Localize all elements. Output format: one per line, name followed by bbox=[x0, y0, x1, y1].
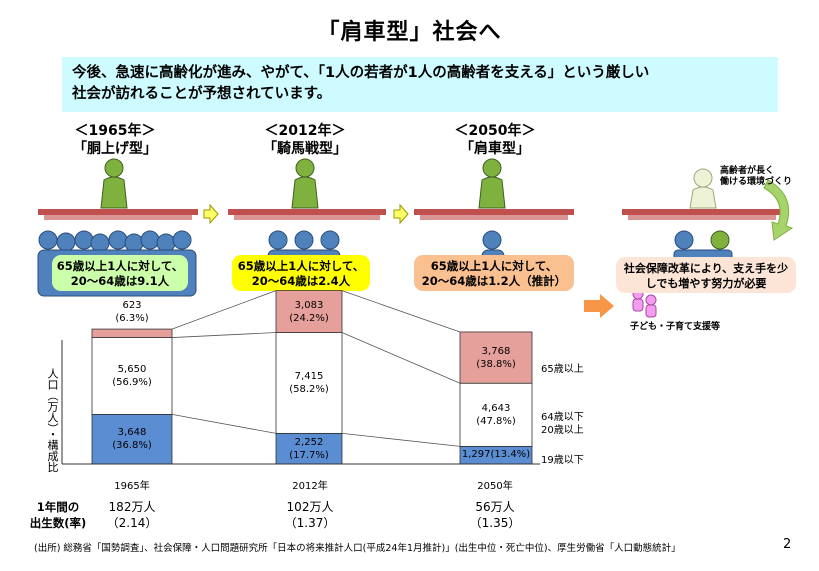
data-label: 3,083(24.2%) bbox=[289, 299, 329, 324]
source-note: (出所) 総務省「国勢調査」、社会保障・人口問題研究所「日本の将来推計人口(平成… bbox=[34, 543, 681, 554]
caption-1965: 65歳以上1人に対して、 20～64歳は9.1人 bbox=[52, 255, 188, 291]
era-type: 「胴上げ型」 bbox=[73, 141, 157, 157]
connector-line bbox=[171, 290, 277, 330]
note-line: 働ける環境づくり bbox=[720, 177, 793, 187]
births-rate: （2.14） bbox=[106, 516, 158, 530]
elder-figure-2012 bbox=[291, 158, 319, 209]
category-label: 2050年 bbox=[477, 481, 513, 492]
births-rate: （1.35） bbox=[469, 516, 521, 530]
era-2012-heading: ＜2012年＞ 「騎馬戦型」 bbox=[250, 122, 360, 158]
platform-2012 bbox=[228, 209, 386, 220]
births-label: 1年間の 出生数(率) bbox=[28, 499, 88, 531]
intro-line-2: 社会が訪れることが予想されています。 bbox=[72, 86, 332, 102]
data-label: 5,650(56.9%) bbox=[112, 363, 152, 388]
caption-line: 20～64歳は1.2人（推計） bbox=[421, 274, 567, 288]
intro-box: 今後、急速に高齢化が進み、やがて、「1人の若者が1人の高齢者を支える」という厳し… bbox=[62, 57, 778, 112]
page-number: 2 bbox=[783, 537, 792, 552]
births-value: 102万人 bbox=[286, 500, 334, 514]
bar-segment bbox=[275, 290, 343, 333]
elder-figure-2050 bbox=[478, 158, 506, 209]
bar-segment bbox=[91, 328, 173, 338]
legend-elder: 65歳以上 bbox=[541, 364, 584, 375]
legend-young: 19歳以下 bbox=[541, 455, 584, 466]
connector-line bbox=[341, 290, 461, 333]
births-1965: 182万人 （2.14） bbox=[92, 499, 172, 531]
platform-1965 bbox=[38, 209, 198, 220]
orange-arrow-icon bbox=[584, 294, 614, 318]
connector-line bbox=[171, 332, 277, 338]
births-label-line: 出生数(率) bbox=[29, 516, 87, 530]
elder-worker-figure bbox=[689, 168, 717, 209]
caption-line: 65歳以上1人に対して、 bbox=[237, 259, 365, 273]
y-axis-label: 人口（万人）・構成比 bbox=[46, 368, 59, 473]
data-label: 4,643(47.8%) bbox=[476, 402, 516, 427]
connector-line bbox=[171, 413, 277, 434]
bar-segment bbox=[91, 337, 173, 415]
curved-arrow-icon bbox=[763, 179, 794, 241]
caption-2050: 65歳以上1人に対して、 20～64歳は1.2人（推計） bbox=[414, 255, 574, 291]
era-1965-heading: ＜1965年＞ 「胴上げ型」 bbox=[60, 122, 170, 158]
births-rate: （1.37） bbox=[284, 516, 336, 530]
data-label: 1,297(13.4%) bbox=[461, 449, 531, 461]
era-year: ＜2012年＞ bbox=[264, 123, 346, 139]
data-label: 3,768(38.8%) bbox=[476, 345, 516, 370]
era-year: ＜1965年＞ bbox=[74, 123, 156, 139]
bar-segment bbox=[459, 331, 533, 384]
era-2050-heading: ＜2050年＞ 「肩車型」 bbox=[440, 122, 550, 158]
note-line: 高齢者が長く bbox=[720, 166, 775, 176]
births-value: 182万人 bbox=[108, 500, 156, 514]
elder-figure-1965 bbox=[100, 158, 128, 209]
category-label: 1965年 bbox=[114, 481, 150, 492]
births-2012: 102万人 （1.37） bbox=[270, 499, 350, 531]
category-label: 2012年 bbox=[292, 481, 328, 492]
data-label: 2,252(17.7%) bbox=[289, 436, 329, 461]
births-label-line: 1年間の bbox=[36, 500, 80, 514]
data-label: 3,648(36.8%) bbox=[112, 427, 152, 452]
elder-note: 高齢者が長く 働ける環境づくり bbox=[720, 166, 792, 188]
page-title: 「肩車型」社会へ bbox=[317, 20, 502, 45]
caption-line: 20～64歳は2.4人 bbox=[251, 274, 351, 288]
arrow-icon bbox=[203, 203, 219, 225]
births-value: 56万人 bbox=[475, 500, 515, 514]
platform-2050 bbox=[414, 209, 574, 220]
legend-working-a: 64歳以下 bbox=[541, 412, 584, 423]
caption-line: 20～64歳は9.1人 bbox=[70, 274, 170, 288]
caption-line: 社会保障改革により、支え手を少 bbox=[623, 262, 789, 275]
legend-working-b: 20歳以上 bbox=[541, 425, 584, 436]
arrow-icon bbox=[393, 203, 409, 225]
connector-line bbox=[341, 332, 461, 384]
intro-line-1: 今後、急速に高齢化が進み、やがて、「1人の若者が1人の高齢者を支える」という厳し… bbox=[72, 65, 650, 81]
era-year: ＜2050年＞ bbox=[454, 123, 536, 139]
bar-segment bbox=[275, 332, 343, 434]
era-type: 「肩車型」 bbox=[460, 141, 530, 157]
era-type: 「騎馬戦型」 bbox=[263, 141, 347, 157]
caption-line: 65歳以上1人に対して、 bbox=[56, 259, 184, 273]
births-2050: 56万人 （1.35） bbox=[455, 499, 535, 531]
caption-reform: 社会保障改革により、支え手を少 しでも増やす努力が必要 bbox=[616, 257, 796, 293]
caption-2012: 65歳以上1人に対して、 20～64歳は2.4人 bbox=[232, 255, 370, 291]
platform-reform bbox=[622, 209, 782, 220]
connector-line bbox=[341, 432, 461, 447]
child-note: 子ども・子育て支援等 bbox=[630, 322, 721, 332]
bar-segment bbox=[459, 382, 533, 447]
caption-line: しでも増やす努力が必要 bbox=[645, 277, 767, 290]
data-label: 623(6.3%) bbox=[115, 300, 149, 325]
caption-line: 65歳以上1人に対して、 bbox=[430, 259, 558, 273]
data-label: 7,415(58.2%) bbox=[289, 370, 329, 395]
